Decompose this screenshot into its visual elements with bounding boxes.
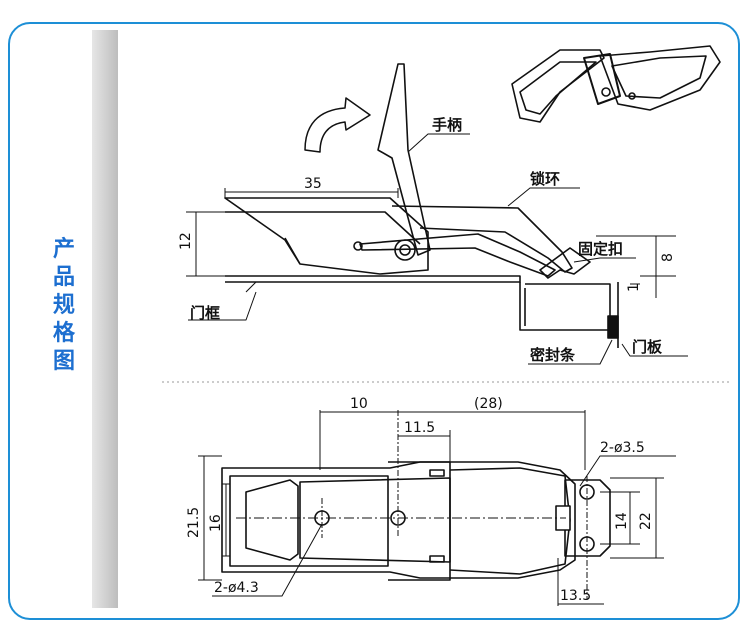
title-char-3: 规	[52, 293, 75, 318]
base-body	[224, 197, 429, 275]
dim-hole-right: 2-ø3.5	[600, 440, 645, 456]
seal-strip	[607, 315, 619, 339]
frame-plate	[225, 275, 521, 283]
dim-length: 35	[304, 176, 322, 192]
seal-strip-label: 密封条	[530, 346, 576, 364]
page-title: 产 品 规 格 图	[46, 236, 82, 376]
side-labels: 手柄 锁环 固定扣 门框 密封条 门板 35 12 8 1	[178, 116, 676, 364]
lock-ring-label: 锁环	[530, 170, 560, 188]
top-catch	[564, 479, 611, 557]
dim-hole-left: 2-ø4.3	[214, 580, 259, 596]
side-dims	[186, 133, 688, 365]
door-frame-label: 门框	[190, 304, 220, 322]
top-labels: 10 (28) 11.5 21.5 16 2-ø4.3 2-ø3.5 14 22…	[186, 396, 654, 604]
open-arrow	[304, 97, 371, 153]
dim-28: (28)	[474, 396, 503, 412]
dim-16: 16	[208, 514, 224, 532]
sidebar-bar	[92, 30, 118, 608]
side-view	[224, 63, 619, 348]
dim-11-5: 11.5	[404, 420, 435, 436]
door-panel-label: 门板	[632, 338, 663, 356]
title-char-4: 格	[52, 321, 75, 346]
top-view	[221, 410, 611, 600]
lock-ring	[391, 205, 573, 273]
dim-14: 14	[614, 512, 630, 530]
dim-gap: 1	[626, 283, 642, 292]
catch-label: 固定扣	[578, 240, 623, 258]
title-char-2: 品	[52, 265, 75, 290]
handle-nose	[245, 479, 299, 561]
title-char-1: 产	[52, 237, 75, 262]
catch	[539, 247, 591, 279]
top-dims	[198, 410, 676, 606]
dim-13-5: 13.5	[560, 588, 591, 604]
title-char-5: 图	[52, 349, 75, 374]
dim-21-5: 21.5	[186, 507, 202, 538]
dim-10: 10	[350, 396, 368, 412]
handle-lever	[377, 63, 431, 256]
dim-height: 12	[178, 232, 194, 250]
handle-label: 手柄	[432, 116, 462, 134]
dim-catch-height: 8	[660, 253, 676, 262]
dim-22: 22	[638, 512, 654, 530]
product-3d-icon	[511, 45, 721, 123]
